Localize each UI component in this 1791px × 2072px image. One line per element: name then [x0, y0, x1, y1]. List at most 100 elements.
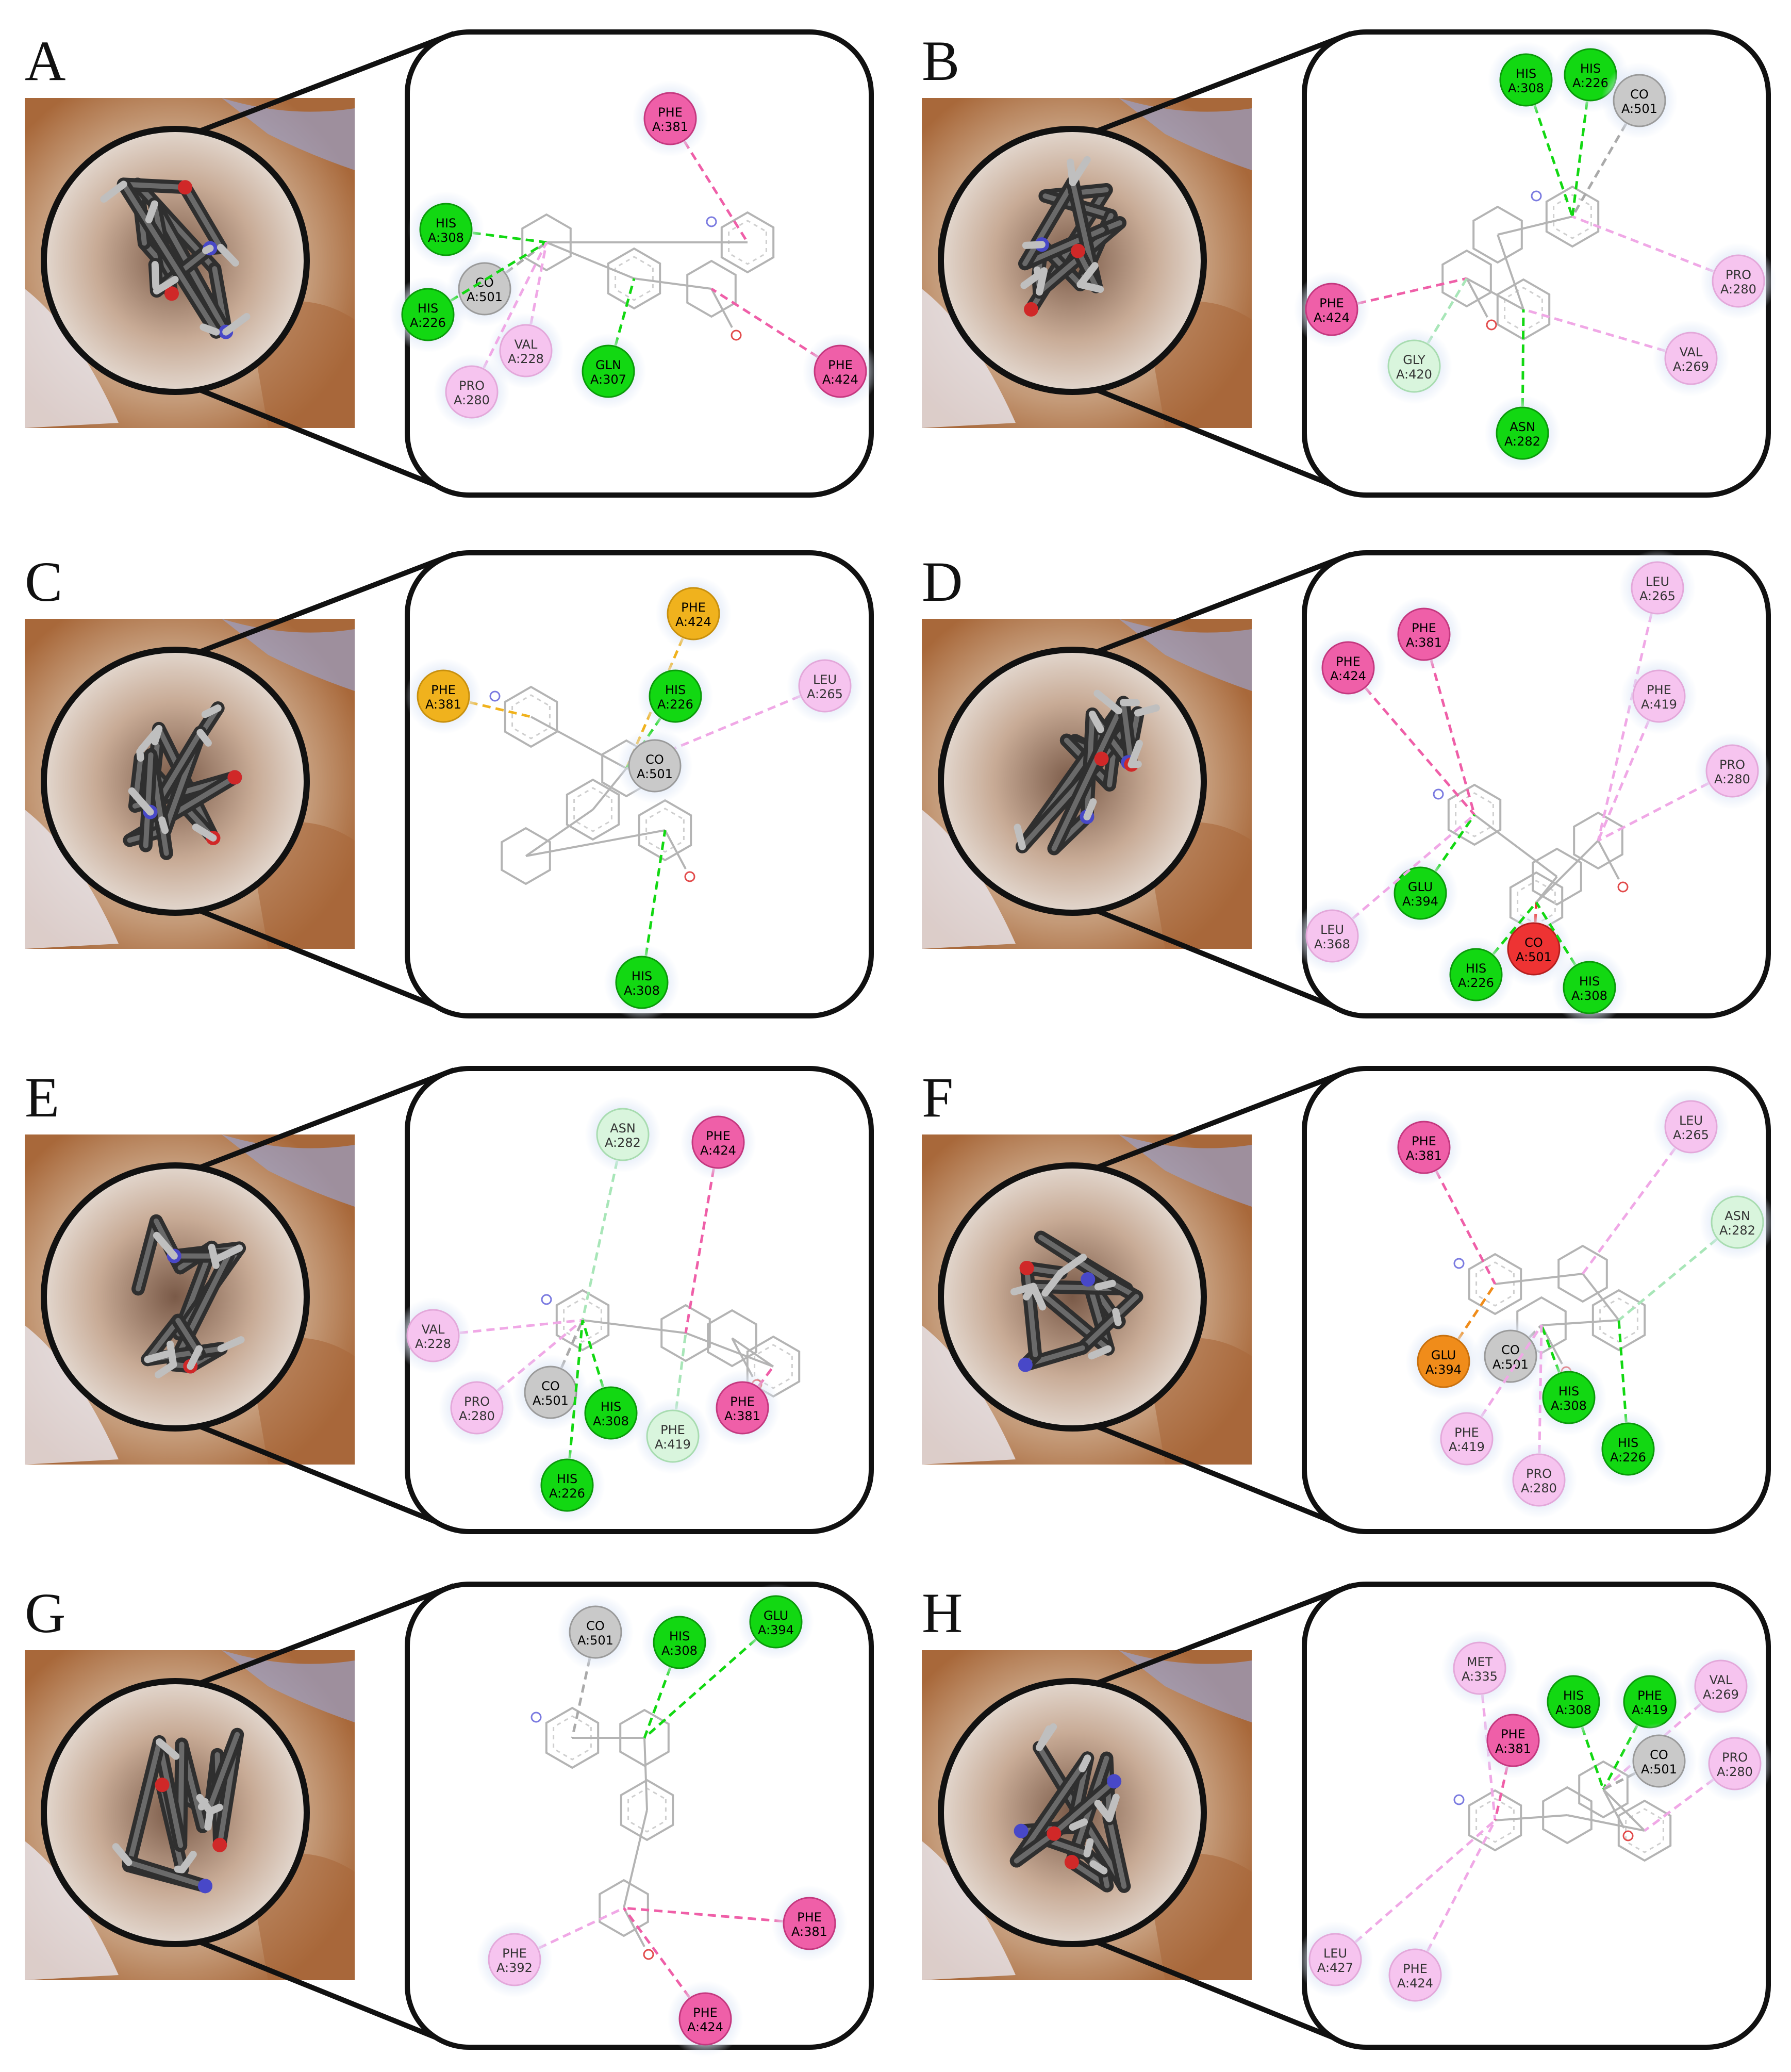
panel-label: F [922, 1066, 953, 1129]
residue-name: HIS [1516, 67, 1536, 81]
zoom-circle [938, 647, 1207, 916]
zoom-line-bottom [197, 1423, 455, 1532]
zoom-line-bottom [1095, 1423, 1352, 1532]
residue-name: HIS [669, 1629, 690, 1643]
zoom-line-top [197, 1067, 455, 1171]
residue-name: GLU [764, 1608, 788, 1623]
residue-chain: A:424 [1330, 669, 1366, 683]
interaction-line [1597, 769, 1733, 842]
panel-a: APHEA:381HISA:308COA:501HISA:226VALA:228… [25, 29, 878, 498]
residue-name: PHE [1454, 1425, 1479, 1440]
residue-chain: A:269 [1703, 1687, 1739, 1702]
residue-name: PHE [797, 1910, 822, 1925]
residue-chain: A:501 [1516, 950, 1552, 964]
panel-label: A [25, 29, 65, 92]
residue-name: PHE [1319, 296, 1344, 310]
interaction-line [427, 241, 548, 316]
residue-chain: A:424 [700, 1143, 736, 1158]
interaction-line [669, 118, 749, 243]
residue-name: HIS [632, 969, 652, 983]
residue-chain: A:226 [549, 1486, 585, 1501]
residue-chain: A:394 [758, 1623, 794, 1637]
panel-f: FPHEA:381LEUA:265ASNA:282GLUA:394COA:501… [922, 1066, 1776, 1534]
interaction-line [1618, 1221, 1738, 1321]
residue-name: HIS [418, 301, 438, 316]
zoom-line-top [1095, 1067, 1352, 1171]
residue-chain: A:308 [624, 983, 660, 998]
residue-name: PRO [1719, 758, 1745, 772]
zoom-circle [938, 1162, 1207, 1432]
residue-chain: A:308 [661, 1643, 698, 1658]
zoom-line-top [197, 552, 455, 655]
interaction-line [710, 287, 841, 373]
residue-name: LEU [813, 672, 837, 687]
residue-name: PHE [1412, 621, 1436, 635]
panel-label: G [25, 1582, 65, 1645]
zoom-line-bottom [197, 1939, 455, 2047]
zoom-line-bottom [1095, 908, 1352, 1016]
interaction-line [1571, 74, 1592, 217]
residue-name: PHE [658, 105, 683, 120]
residue-name: VAL [1680, 345, 1703, 359]
residue-name: PHE [730, 1394, 755, 1409]
residue-chain: A:501 [1621, 102, 1657, 116]
residue-name: CO [1630, 87, 1649, 102]
interaction-line [1331, 277, 1467, 311]
residue-chain: A:501 [1493, 1357, 1529, 1372]
residue-chain: A:226 [1610, 1450, 1646, 1465]
residue-name: PHE [431, 683, 456, 697]
residue-name: VAL [422, 1322, 445, 1337]
residue-name: HIS [1558, 1384, 1579, 1399]
residue-chain: A:501 [533, 1393, 569, 1408]
residue-name: PRO [459, 379, 485, 393]
residue-chain: A:381 [791, 1925, 827, 1939]
interaction-diagram [1302, 1582, 1771, 2050]
residue-name: PHE [1647, 683, 1671, 697]
residue-name: HIS [1579, 974, 1600, 989]
residue-chain: A:308 [1555, 1703, 1591, 1717]
zoom-line-bottom [197, 387, 455, 495]
residue-chain: A:427 [1317, 1961, 1353, 1975]
residue-chain: A:308 [593, 1414, 629, 1428]
residue-chain: A:308 [1551, 1399, 1587, 1413]
interaction-line [433, 1319, 583, 1337]
residue-chain: A:280 [1720, 282, 1756, 297]
residue-chain: A:501 [637, 767, 673, 781]
residue-chain: A:228 [508, 352, 544, 366]
residue-chain: A:394 [1425, 1362, 1462, 1377]
residue-co-501: COA:501 [557, 1594, 634, 1670]
residue-chain: A:265 [1639, 589, 1676, 603]
residue-name: PHE [502, 1946, 527, 1961]
residue-name: PRO [1722, 1750, 1748, 1765]
residue-chain: A:226 [410, 316, 446, 330]
residue-name: PHE [660, 1423, 685, 1437]
interaction-line [622, 1907, 707, 2020]
zoom-line-bottom [197, 908, 455, 1016]
zoom-circle [938, 1678, 1207, 1947]
residue-chain: A:226 [1458, 976, 1494, 990]
residue-chain: A:424 [822, 372, 858, 387]
residue-chain: A:282 [605, 1136, 641, 1150]
residue-co-501: COA:501 [1601, 62, 1678, 139]
residue-chain: A:381 [1406, 1148, 1442, 1163]
zoom-line-top [197, 1583, 455, 1686]
